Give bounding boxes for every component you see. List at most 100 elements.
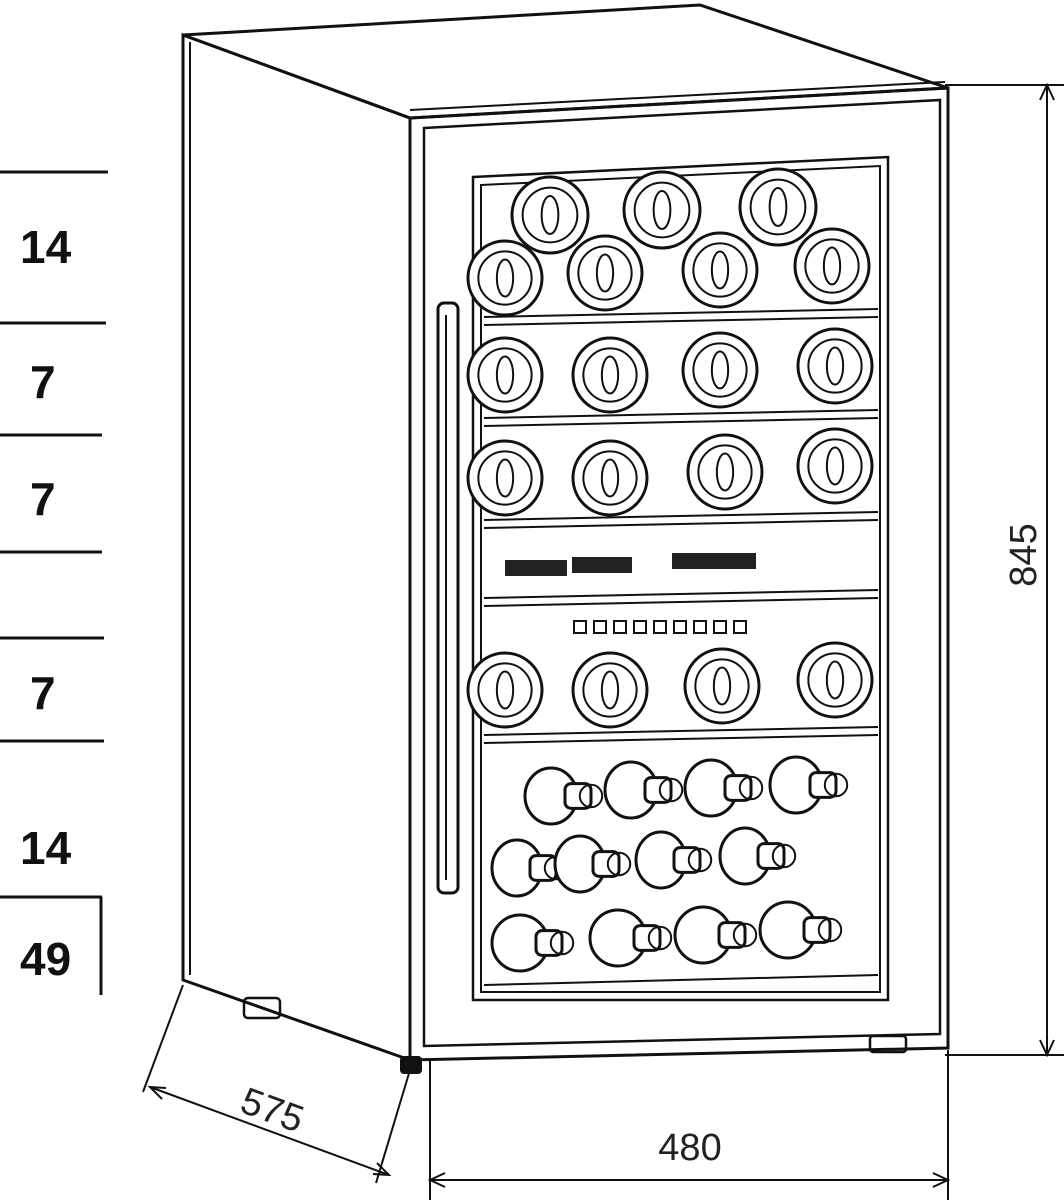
bottle-end-neck: [600, 670, 620, 710]
depth-dimension-line: [149, 1086, 390, 1176]
control-button: [573, 620, 587, 634]
depth-dimension: 575: [142, 984, 411, 1184]
bottle-end-neck: [595, 253, 615, 293]
wine-shelf: [483, 417, 879, 427]
display-panel: [672, 553, 756, 569]
bottle-neck: [632, 924, 662, 952]
depth-extension-line: [375, 1069, 411, 1184]
bottle-end-ring: [477, 250, 533, 306]
capacity-section-2: 7: [30, 356, 56, 408]
control-button: [613, 620, 627, 634]
wine-shelf: [483, 589, 879, 599]
bottle-neck: [591, 850, 621, 878]
capacity-column: 14 7 7 7 14 49: [0, 170, 108, 995]
bottle-end-neck: [822, 246, 842, 286]
control-button: [593, 620, 607, 634]
display-panel: [505, 560, 567, 576]
wine-shelf: [483, 726, 879, 736]
bottle-end-ring: [804, 238, 860, 294]
door-frame: [422, 98, 942, 1048]
wine-shelf: [483, 316, 879, 326]
cabinet-front: [408, 86, 950, 1062]
bottle-neck: [643, 776, 673, 804]
depth-extension-line: [142, 984, 184, 1093]
glass-inner: [480, 164, 881, 993]
bottle-end-neck: [495, 355, 515, 395]
bottle-cap: [606, 851, 632, 877]
wine-shelf: [483, 308, 879, 318]
cabinet-foot: [400, 1056, 422, 1074]
bottle-neck: [528, 854, 558, 882]
wine-shelf: [483, 519, 879, 529]
bottle-end-ring: [692, 242, 748, 298]
bottle-end-neck: [495, 458, 515, 498]
display-panel: [572, 557, 632, 573]
bottle-end-ring: [477, 450, 533, 506]
arrow-right-icon: [372, 1162, 392, 1177]
bottle-cap: [658, 777, 684, 803]
bottle-cap: [771, 843, 797, 869]
bottle-end-ring: [633, 181, 691, 239]
bottle-neck: [756, 842, 786, 870]
width-label: 480: [658, 1127, 721, 1169]
bottle-end-ring: [692, 342, 748, 398]
bottle-end-ring: [477, 347, 533, 403]
cabinet-top-edge: [409, 81, 946, 111]
height-dimension: 845: [945, 82, 1064, 1058]
cabinet: [181, 3, 950, 1074]
bottle-end-ring: [749, 178, 807, 236]
bottle-neck: [717, 921, 747, 949]
height-label: 845: [1003, 523, 1045, 586]
bottle-end-neck: [600, 355, 620, 395]
bottle-end-neck: [715, 452, 735, 492]
bottle-end-neck: [825, 660, 845, 700]
bottle-end-ring: [807, 652, 863, 708]
bottle-end-neck: [600, 458, 620, 498]
door-handle[interactable]: [436, 301, 460, 895]
wine-shelf: [483, 597, 879, 607]
bottle-end-ring: [807, 438, 863, 494]
bottle-cap: [549, 930, 575, 956]
bottle-end-neck: [652, 190, 672, 230]
capacity-section-4: 7: [30, 667, 56, 719]
wine-shelf: [483, 974, 879, 986]
width-dimension: 480: [427, 1050, 951, 1200]
bottle-neck: [723, 774, 753, 802]
depth-label: 575: [235, 1080, 309, 1141]
bottle-end-neck: [710, 350, 730, 390]
cabinet-foot: [868, 1034, 908, 1054]
bottle-end-ring: [521, 186, 579, 244]
bottle-end-neck: [712, 666, 732, 706]
bottle-end-neck: [825, 446, 845, 486]
bottle-cap: [732, 922, 758, 948]
control-button: [693, 620, 707, 634]
bottle-end-ring: [477, 662, 533, 718]
arrow-right-icon: [932, 1172, 951, 1188]
bottle-end-ring: [582, 347, 638, 403]
control-button: [673, 620, 687, 634]
bottle-end-neck: [540, 195, 560, 235]
capacity-total: 49: [20, 933, 71, 985]
bottle-neck: [802, 916, 832, 944]
wine-shelf: [483, 511, 879, 521]
control-button: [633, 620, 647, 634]
capacity-section-5: 14: [20, 822, 72, 874]
control-button: [733, 620, 747, 634]
bottle-neck: [563, 782, 593, 810]
bottle-end-ring: [577, 245, 633, 301]
capacity-section-1: 14: [20, 221, 72, 273]
bottle-end-neck: [768, 187, 788, 227]
bottle-end-ring: [697, 444, 753, 500]
bottle-cap: [687, 847, 713, 873]
control-button: [653, 620, 667, 634]
wine-shelf: [483, 734, 879, 744]
cabinet-side: [181, 32, 412, 1063]
bottle-cap: [578, 783, 604, 809]
arrow-left-icon: [147, 1085, 167, 1100]
glass-window: [471, 155, 890, 1002]
bottle-neck: [672, 846, 702, 874]
bottle-cap: [817, 917, 843, 943]
bottle-end-ring: [582, 450, 638, 506]
capacity-section-3: 7: [30, 473, 56, 525]
